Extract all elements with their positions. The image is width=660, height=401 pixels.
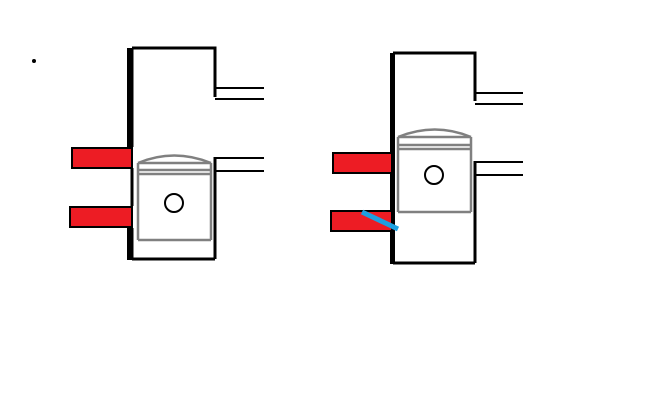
left-wrist-pin [164,193,184,213]
left-cylinder-thick-wall [127,48,132,148]
right-exhaust-upper-pipe [475,92,523,105]
left-upper-port [71,147,133,169]
right-lower-port [330,210,393,232]
right-upper-port [332,152,393,174]
left-cylinder-thick-wall-lower [127,228,132,260]
stray-dot [32,59,36,63]
right-transfer-flow-arrow [360,209,400,232]
right-cylinder-diagram [330,51,523,265]
right-cylinder-wall [393,51,477,265]
left-exhaust-lower-pipe [215,157,264,172]
right-wrist-pin [424,165,444,185]
left-lower-port [69,206,133,228]
right-exhaust-lower-pipe [475,161,523,176]
left-cylinder-diagram [69,46,264,261]
left-exhaust-upper-pipe [215,87,264,100]
right-piston [396,128,473,214]
left-piston [136,154,213,242]
left-cylinder-wall [130,46,217,261]
